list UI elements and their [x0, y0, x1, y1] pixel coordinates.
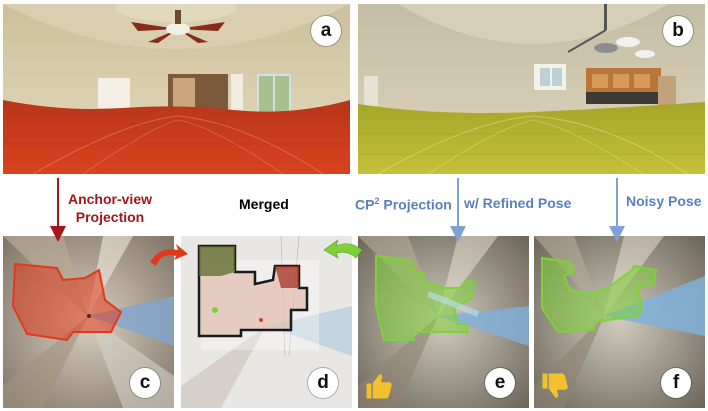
- badge-f: f: [661, 368, 691, 398]
- badge-c: c: [130, 368, 160, 398]
- caption-refined-pose: w/ Refined Pose: [464, 195, 572, 211]
- caption-cp2-sup: 2: [374, 196, 380, 206]
- projection-refined-pose: e: [358, 236, 529, 408]
- caption-cp2-projection: CP2 Projection: [355, 192, 452, 214]
- badge-d: d: [308, 368, 338, 398]
- projection-merged: d: [181, 236, 352, 408]
- thumbs-down-icon: [542, 373, 568, 398]
- projection-noisy-pose: f: [534, 236, 705, 408]
- caption-anchor-view: Anchor-view Projection: [60, 190, 160, 226]
- panorama-anchor-view: a: [3, 4, 350, 174]
- caption-cp2-base: CP: [355, 196, 375, 213]
- badge-e: e: [485, 368, 515, 398]
- caption-cp2-rest: Projection: [379, 196, 452, 213]
- caption-anchor-view-line2: Projection: [75, 209, 145, 225]
- badge-a: a: [311, 16, 341, 46]
- projection-anchor: c: [3, 236, 174, 408]
- thumbs-up-icon: [366, 374, 392, 399]
- badge-b: b: [663, 16, 693, 46]
- panorama-noisy-view: b: [358, 4, 705, 174]
- caption-anchor-view-line1: Anchor-view: [67, 191, 152, 207]
- caption-noisy-pose: Noisy Pose: [626, 193, 702, 209]
- caption-merged: Merged: [239, 196, 289, 212]
